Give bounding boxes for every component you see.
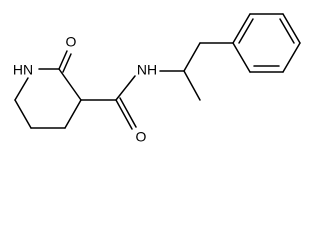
- bond-ph-1: [232, 42, 251, 73]
- amide-oxygen-label: O: [136, 129, 147, 145]
- ring-oxygen-label: O: [66, 34, 77, 50]
- ring-carbonyl: [58, 50, 72, 73]
- bond-c2-o-a: [58, 50, 68, 70]
- bond-ph-3: [282, 42, 301, 73]
- amide-linkage: [80, 75, 137, 130]
- bond-ph-inner-3: [238, 18, 254, 44]
- bond-ph-6: [232, 13, 251, 44]
- amide-nh-label: NH: [137, 62, 157, 78]
- bond-c6-c5: [14, 99, 32, 129]
- bond-camide-nh: [115, 75, 136, 101]
- molecule-structure: O HN NH O: [13, 13, 301, 145]
- piperidinone-ring: [14, 68, 82, 129]
- bond-ch-ch2: [183, 42, 201, 72]
- bond-camide-o-a: [115, 99, 133, 130]
- bond-ph-4: [282, 13, 301, 44]
- bond-c4-c3: [64, 99, 82, 129]
- bond-ch-methyl: [183, 70, 201, 101]
- bond-c3-c2: [58, 68, 82, 101]
- ring-nh-label: HN: [13, 62, 33, 78]
- bond-camide-o-b: [119, 97, 137, 128]
- bond-ph-inner-2: [279, 18, 295, 44]
- phenyl-ring: [232, 13, 301, 73]
- bond-n1-c6: [14, 77, 29, 101]
- bond-c2-o-b: [62, 53, 72, 73]
- atom-labels: O HN NH O: [13, 34, 157, 145]
- side-chain: [159, 42, 234, 101]
